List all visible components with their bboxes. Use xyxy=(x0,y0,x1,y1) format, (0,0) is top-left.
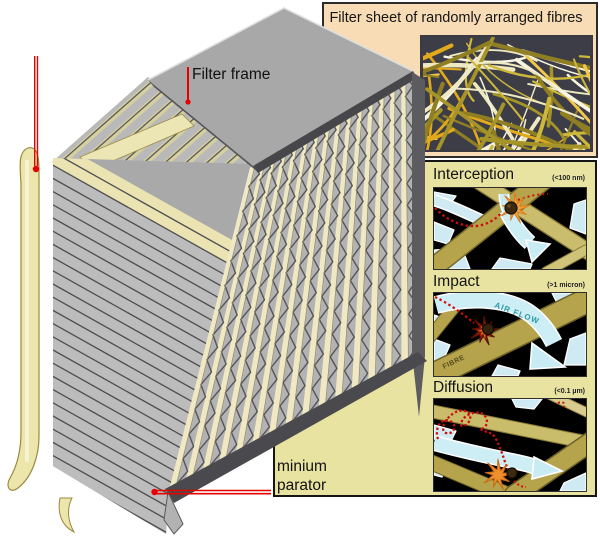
particle-trajectory xyxy=(435,401,566,488)
separator-label-line1: minium xyxy=(277,458,327,475)
air-flow-arrow xyxy=(434,435,565,481)
fiber-sheet-image xyxy=(420,35,593,152)
impact-illustration: FIBRE AIR FLOW xyxy=(433,292,587,377)
particle-dot xyxy=(504,201,518,215)
particle-trajectory xyxy=(434,295,475,324)
particle-dot xyxy=(481,322,495,336)
interception-illustration xyxy=(433,187,587,270)
red-arrow-sheet xyxy=(32,56,40,173)
diffusion-illustration xyxy=(433,398,587,492)
aluminium-separator-label: minium parator xyxy=(277,457,327,495)
mechanism-item-impact: Impact (>1 micron) xyxy=(433,273,585,291)
filter-side-pleats xyxy=(53,158,251,534)
particle-dot xyxy=(506,467,518,479)
capture-burst xyxy=(483,458,515,491)
particle-size-label: (>1 micron) xyxy=(547,282,585,289)
random-fibres-illustration xyxy=(422,37,591,150)
mechanism-title: Diffusion xyxy=(433,379,494,396)
filter-frame-label: Filter frame xyxy=(192,66,271,83)
particle-size-label: (<0.1 µm) xyxy=(554,388,585,395)
particle-trajectory xyxy=(434,193,549,228)
air-flow-arrow xyxy=(434,293,568,370)
particle-size-label: (<100 nm) xyxy=(552,175,585,182)
mechanism-item-interception: Interception (<100 nm) xyxy=(433,166,585,184)
mechanism-title: Impact xyxy=(433,273,480,290)
red-arrow-frame xyxy=(185,67,191,105)
red-arrow-separator xyxy=(151,488,271,496)
pleat-tops xyxy=(52,77,256,171)
mechanism-item-diffusion: Diffusion (<0.1 µm) xyxy=(433,379,585,397)
mechanism-title: Interception xyxy=(433,166,514,183)
fiber-sheet-title: Filter sheet of randomly arranged fibres xyxy=(329,10,583,26)
filter-sheet-edge xyxy=(7,147,76,534)
separator-label-line2: parator xyxy=(277,477,327,494)
